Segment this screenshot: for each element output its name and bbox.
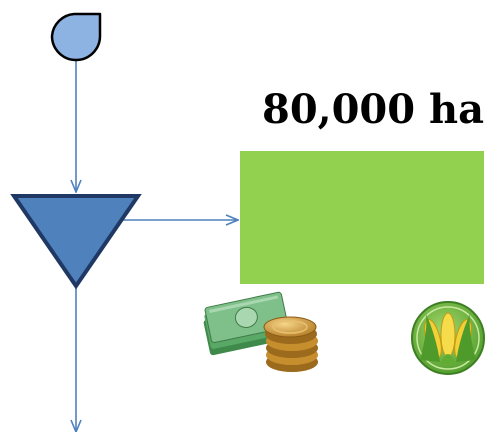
area-label: 80,000 ha — [262, 86, 485, 133]
water-drop-icon — [50, 12, 102, 62]
corn-crop-icon — [411, 301, 485, 375]
reservoir-triangle-icon — [10, 194, 142, 290]
irrigated-field-block — [240, 151, 484, 284]
money-coins-icon — [203, 291, 318, 372]
